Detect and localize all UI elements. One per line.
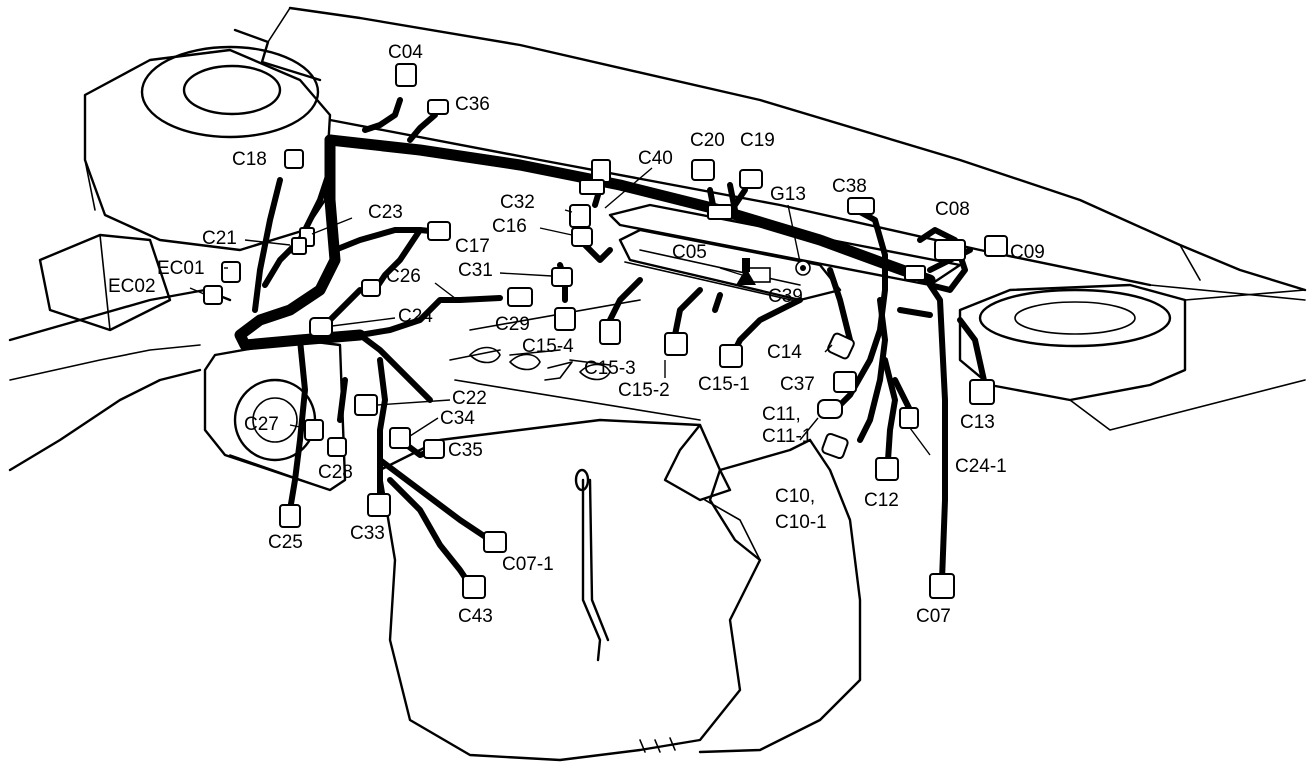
label-c16: C16 bbox=[492, 216, 527, 237]
label-c07-1: C07-1 bbox=[502, 554, 554, 575]
connector-c40-base bbox=[579, 179, 605, 195]
label-c11: C11, bbox=[762, 404, 801, 425]
label-c04: C04 bbox=[388, 42, 423, 63]
connector-c28 bbox=[327, 437, 347, 457]
label-c10-1: C10-1 bbox=[775, 512, 827, 533]
connector-c31 bbox=[551, 267, 573, 287]
label-ec02: EC02 bbox=[108, 276, 156, 297]
connector-c27 bbox=[304, 419, 324, 441]
label-c14: C14 bbox=[767, 342, 802, 363]
label-ec01: EC01 bbox=[157, 258, 205, 279]
connector-c39 bbox=[736, 268, 756, 285]
label-c29: C29 bbox=[495, 314, 530, 335]
connector-c16 bbox=[571, 227, 593, 247]
connector-c15-4 bbox=[554, 307, 576, 331]
label-c24: C24 bbox=[398, 306, 433, 327]
connector-c20 bbox=[691, 159, 715, 181]
connector-c09 bbox=[984, 235, 1008, 257]
label-c27: C27 bbox=[244, 414, 279, 435]
label-c13: C13 bbox=[960, 412, 995, 433]
label-c12: C12 bbox=[864, 490, 899, 511]
label-c26: C26 bbox=[386, 266, 421, 287]
connector-c04 bbox=[395, 63, 417, 87]
connector-c15-1 bbox=[719, 344, 743, 368]
connector-c21 bbox=[291, 237, 307, 255]
label-c24-1: C24-1 bbox=[955, 456, 1007, 477]
label-c34: C34 bbox=[440, 408, 475, 429]
connector-c33 bbox=[367, 493, 391, 517]
connectors bbox=[203, 63, 1008, 599]
connector-c34 bbox=[389, 427, 411, 449]
connector-c35 bbox=[423, 439, 445, 459]
connector-c08-b bbox=[904, 265, 926, 281]
leader-lines bbox=[189, 167, 931, 456]
connector-c29 bbox=[507, 287, 533, 307]
ground-g13-center bbox=[800, 265, 806, 271]
connector-c36 bbox=[427, 99, 449, 115]
connector-c43 bbox=[462, 575, 486, 599]
label-c11-1: C11-1 bbox=[762, 426, 812, 447]
connector-c07 bbox=[929, 573, 955, 599]
connector-c24-1 bbox=[899, 407, 919, 429]
label-c37: C37 bbox=[780, 374, 815, 395]
connector-c25 bbox=[279, 504, 301, 528]
label-c38: C38 bbox=[832, 176, 867, 197]
label-c33: C33 bbox=[350, 523, 385, 544]
connector-ec01 bbox=[221, 261, 241, 283]
label-c15-2: C15-2 bbox=[618, 380, 670, 401]
connector-c38 bbox=[847, 197, 875, 215]
label-c22: C22 bbox=[452, 388, 487, 409]
connector-c13 bbox=[969, 379, 995, 405]
main-harness bbox=[234, 97, 988, 588]
connector-ec02 bbox=[203, 285, 223, 305]
label-c32: C32 bbox=[500, 192, 535, 213]
connector-c12 bbox=[875, 457, 899, 481]
label-c20: C20 bbox=[690, 130, 725, 151]
connector-c40 bbox=[591, 159, 611, 183]
label-c07: C07 bbox=[916, 606, 951, 627]
connector-c24 bbox=[309, 317, 333, 337]
connector-c08 bbox=[934, 239, 966, 261]
label-c15-4: C15-4 bbox=[522, 336, 574, 357]
label-c19: C19 bbox=[740, 130, 775, 151]
label-c18: C18 bbox=[232, 149, 267, 170]
connector-c05 bbox=[742, 258, 750, 272]
label-c28: C28 bbox=[318, 462, 353, 483]
label-c10: C10, bbox=[775, 486, 815, 507]
label-c25: C25 bbox=[268, 532, 303, 553]
label-c05: C05 bbox=[672, 242, 707, 263]
label-c31: C31 bbox=[458, 260, 493, 281]
connector-c20-base bbox=[707, 204, 733, 220]
connector-c07-1 bbox=[483, 531, 507, 553]
label-c15-1: C15-1 bbox=[698, 374, 750, 395]
label-c21: C21 bbox=[202, 228, 237, 249]
label-c08: C08 bbox=[935, 199, 970, 220]
connector-c22 bbox=[354, 394, 378, 416]
connector-c14 bbox=[827, 332, 855, 360]
connector-c10 bbox=[821, 432, 849, 460]
connector-c37 bbox=[833, 371, 857, 393]
label-g13: G13 bbox=[770, 184, 806, 205]
connector-c26 bbox=[361, 279, 381, 297]
connector-c11 bbox=[817, 399, 843, 419]
connector-c18 bbox=[284, 149, 304, 169]
connector-c19 bbox=[739, 169, 763, 189]
labels: C04 C36 C18 C20 C19 C40 G13 C38 C08 C09 … bbox=[108, 42, 1045, 627]
label-c09: C09 bbox=[1010, 242, 1045, 263]
label-c40: C40 bbox=[638, 148, 673, 169]
label-c23: C23 bbox=[368, 202, 403, 223]
label-c17: C17 bbox=[455, 236, 490, 257]
connector-c15-3 bbox=[599, 319, 621, 345]
label-c15-3: C15-3 bbox=[584, 358, 636, 379]
connector-c15-2 bbox=[664, 332, 688, 356]
label-c43: C43 bbox=[458, 606, 493, 627]
connector-c17 bbox=[427, 221, 451, 241]
connector-c32 bbox=[569, 204, 591, 228]
label-c39: C39 bbox=[768, 286, 803, 307]
label-c36: C36 bbox=[455, 94, 490, 115]
label-c35: C35 bbox=[448, 440, 483, 461]
